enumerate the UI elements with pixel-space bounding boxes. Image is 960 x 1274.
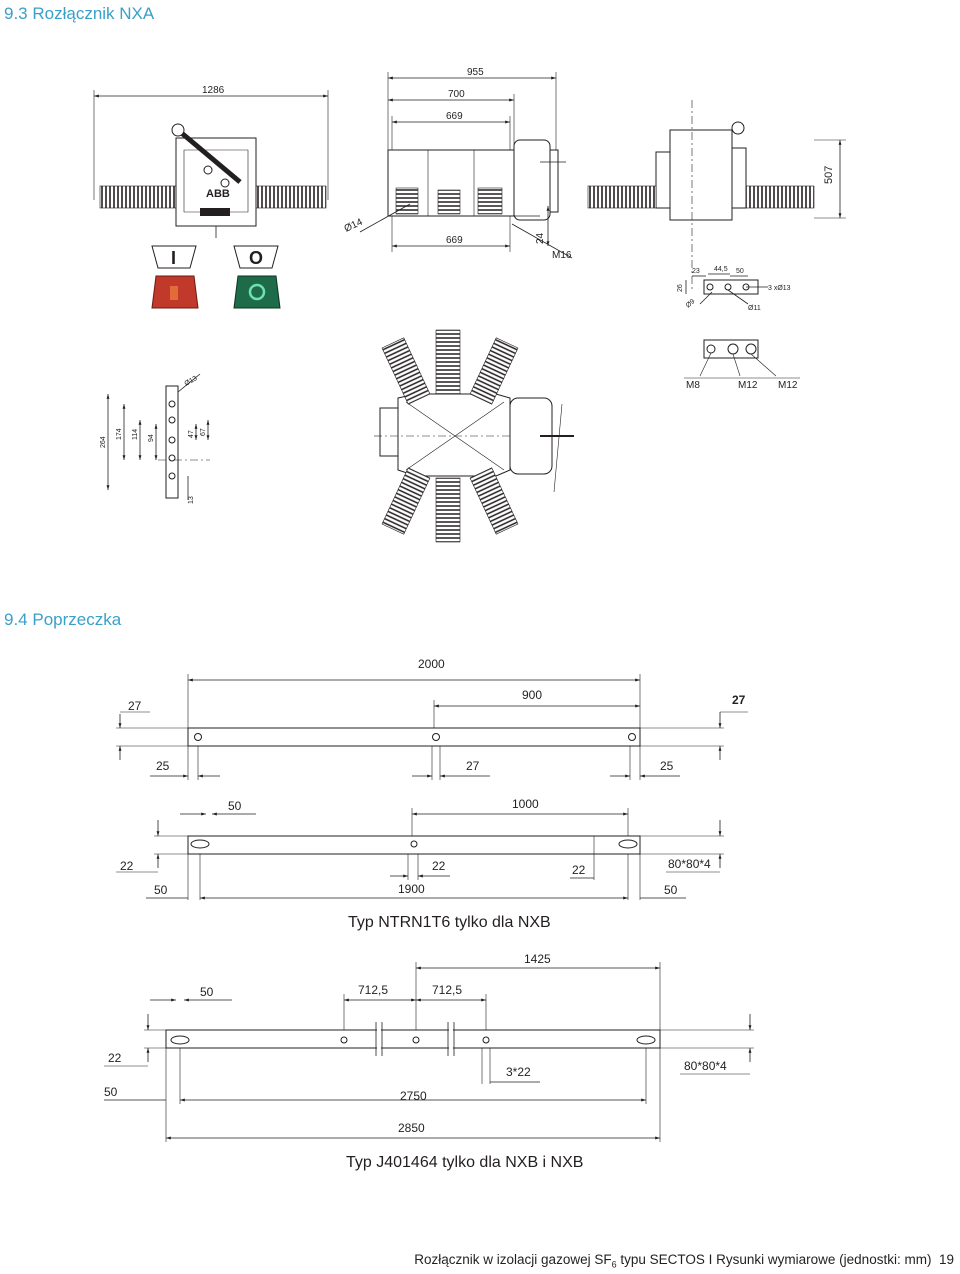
page-number: 19	[938, 1252, 954, 1268]
page-footer: Rozłącznik w izolacji gazowej SF6 typu S…	[414, 1252, 954, 1270]
indicator-open-frame	[151, 245, 197, 269]
dim-50-top-b3: 50	[200, 985, 214, 999]
dim-507: 507	[823, 166, 835, 184]
dim-24: 24	[535, 232, 546, 244]
dim-94: 94	[148, 434, 155, 442]
dim-700: 700	[448, 89, 465, 100]
dim-174: 174	[116, 428, 123, 440]
dim-1900: 1900	[398, 882, 425, 896]
nxa-rear-view: 507	[587, 100, 846, 290]
footer-text-tail: typu SECTOS I Rysunki wymiarowe (jednost…	[616, 1252, 932, 1268]
footer-text: Rozłącznik w izolacji gazowej SF	[414, 1252, 612, 1268]
insulator-top-left	[381, 337, 431, 405]
dim-d11: Ø11	[748, 305, 761, 312]
dim-27-right: 27	[732, 693, 746, 707]
indicator-closed-label: O	[249, 248, 263, 268]
dim-1286: 1286	[202, 85, 225, 96]
dim-50-left-b3: 50	[104, 1085, 118, 1099]
operating-handle	[176, 128, 242, 184]
dim-47: 47	[188, 430, 195, 438]
dim-955: 955	[467, 67, 484, 78]
dim-114: 114	[132, 429, 139, 440]
dim-25-left: 25	[156, 759, 170, 773]
dim-50-right: 50	[664, 883, 678, 897]
insulator-right	[255, 185, 327, 209]
dim-669-top: 669	[446, 111, 463, 122]
insulator-bottom-center	[435, 477, 461, 543]
green-indicator-icon	[233, 275, 281, 309]
dim-1425: 1425	[524, 952, 551, 966]
rear-insulator-left	[587, 185, 657, 209]
dim-27-left: 27	[128, 699, 142, 713]
dim-2000: 2000	[418, 657, 445, 671]
nxa-side-view: 955 700 669 669 24 M16 Ø14	[343, 67, 573, 261]
crossbar-beam-3: 1425 50 712,5 712,5 22	[104, 952, 754, 1142]
insulator-top-center	[435, 329, 461, 395]
section-title-crossbar: 9.4 Poprzeczka	[4, 610, 122, 629]
dim-2750: 2750	[400, 1089, 427, 1103]
position-indicators: I O	[151, 245, 281, 309]
insulator-bottom-left	[381, 467, 431, 535]
dim-22-left: 22	[120, 859, 134, 873]
label-d14: Ø14	[343, 217, 365, 235]
break-marks	[375, 1022, 455, 1056]
dim-669-bottom: 669	[446, 235, 463, 246]
dim-44-5: 44,5	[714, 266, 728, 273]
crossbar-beam-1: 2000 900 27 27 25 27 25	[116, 657, 748, 780]
bushing-2	[437, 189, 461, 215]
profile-80x80x4-a: 80*80*4	[668, 857, 711, 871]
dim-3x13: 3 xØ13	[768, 285, 791, 292]
dim-1000: 1000	[512, 797, 539, 811]
dim-27-middle: 27	[466, 759, 480, 773]
dim-2850: 2850	[398, 1121, 425, 1135]
mechanism-cover	[513, 139, 551, 221]
terminal-detail: 23 44,5 50 26 3 xØ13 Ø9 Ø11 M8 M12 M12	[677, 266, 800, 391]
footer-subscript: 6	[611, 1260, 617, 1270]
dim-3x22: 3*22	[506, 1065, 531, 1079]
insulator-top-right	[469, 337, 519, 405]
label-m8: M8	[686, 380, 700, 391]
abb-logo-text: ABB	[206, 188, 230, 200]
caption-beam-2: Typ NTRN1T6 tylko dla NXB	[348, 914, 551, 931]
indicator-open-label: I	[171, 248, 176, 268]
nxa-top-view	[374, 329, 574, 543]
label-m12-a: M12	[738, 380, 758, 391]
dim-264: 264	[100, 436, 107, 448]
indicator-closed-frame	[233, 245, 279, 269]
dim-22-right: 22	[572, 863, 586, 877]
dim-26: 26	[677, 284, 684, 292]
insulator-left	[99, 185, 177, 209]
crossbar-beam-2: 50 1000 22 80*80*4 22 22 50 1900	[116, 797, 724, 900]
dim-712-5-left: 712,5	[358, 983, 388, 997]
rear-housing	[669, 129, 733, 221]
dim-d9: Ø9	[685, 298, 697, 309]
bushing-1	[395, 187, 419, 215]
dim-50-detail: 50	[736, 268, 744, 275]
dim-900: 900	[522, 688, 542, 702]
dim-67: 67	[200, 428, 207, 436]
label-m16: M16	[552, 250, 572, 261]
dim-712-5-right: 712,5	[432, 983, 462, 997]
insulator-bottom-right	[469, 467, 519, 535]
dim-22-b3: 22	[108, 1051, 122, 1065]
bushing-3	[477, 187, 503, 215]
mounting-bracket: Ø13 264 174 114 94 47 67 13	[100, 373, 210, 504]
abb-logo	[200, 208, 230, 216]
profile-80x80x4-b: 80*80*4	[684, 1059, 727, 1073]
section-title-nxa: 9.3 Rozłącznik NXA	[4, 4, 155, 23]
dim-50-left: 50	[154, 883, 168, 897]
dim-22-middle: 22	[432, 859, 446, 873]
dim-50-top: 50	[228, 799, 242, 813]
dim-23: 23	[692, 268, 700, 275]
nxa-front-view: 1286 ABB	[93, 85, 329, 238]
dim-25-right: 25	[660, 759, 674, 773]
beam-1-body	[187, 727, 641, 747]
label-m12-b: M12	[778, 380, 798, 391]
rear-insulator-right	[745, 185, 815, 209]
caption-beam-3: Typ J401464 tylko dla NXB i NXB	[346, 1154, 584, 1171]
dim-13: 13	[188, 496, 195, 504]
